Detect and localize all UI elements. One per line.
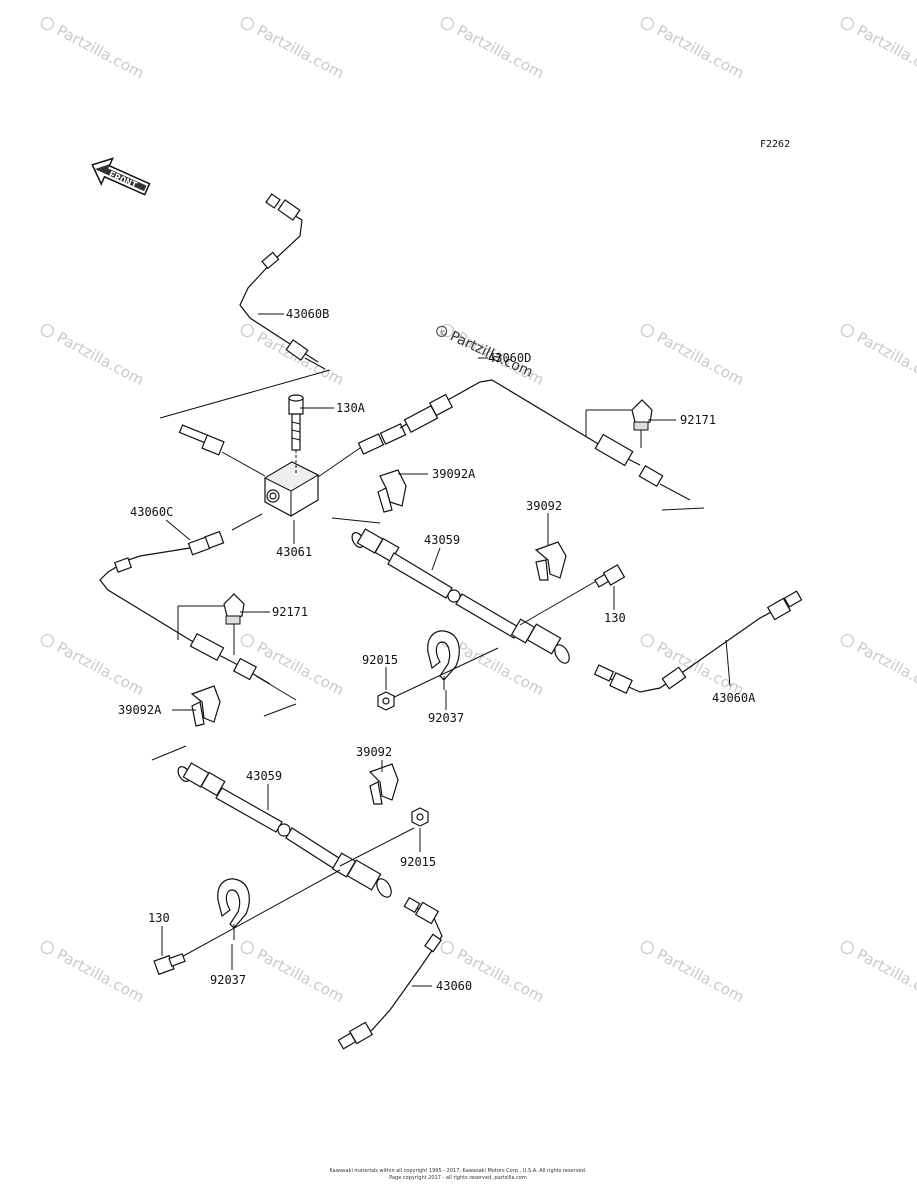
clip-39092a-upper <box>377 469 407 513</box>
callout-130-right: 130 <box>604 611 626 625</box>
watermark-tile: Partzilla.com <box>240 940 347 1006</box>
watermark-tile: Partzilla.com <box>40 633 147 699</box>
brake-hose-43059-upper <box>351 528 599 664</box>
callout-92015-upper: 92015 <box>362 653 398 667</box>
watermark-tile: Partzilla.com <box>40 16 147 82</box>
callout-39092a-lower: 39092A <box>118 703 162 717</box>
brake-hose-43059-lower <box>177 762 415 898</box>
callout-92037-upper: 92037 <box>428 711 464 725</box>
callout-labels: 43060B 130A 43060D 92171 39092A 39092 43… <box>118 307 756 993</box>
watermark-text: Partzilla.com <box>54 638 147 699</box>
callout-43059-upper: 43059 <box>424 533 460 547</box>
callout-43060c: 43060C <box>130 505 173 519</box>
watermark-tile: Partzilla.com <box>640 940 747 1006</box>
watermark-text: Partzilla.com <box>254 945 347 1006</box>
callout-92037-lower: 92037 <box>210 973 246 987</box>
brake-tube-43060b <box>159 193 331 419</box>
watermark-tile: Partzilla.com <box>840 940 917 1006</box>
clamp-92037-lower <box>175 869 341 961</box>
callout-92171-upper: 92171 <box>680 413 716 427</box>
watermark-text: Partzilla.com <box>54 21 147 82</box>
watermark-text: Partzilla.com <box>654 945 747 1006</box>
callout-39092a-upper: 39092A <box>432 467 476 481</box>
watermark-tile: Partzilla.com <box>640 323 747 389</box>
bolt-130-lower <box>153 953 186 976</box>
brake-tube-43060a <box>593 590 803 694</box>
joint-fitting-43061 <box>263 461 320 517</box>
brake-tube-43060 <box>337 896 443 1050</box>
watermark-tile: Partzilla.com <box>840 16 917 82</box>
brake-tube-43060d <box>317 379 705 511</box>
callout-43060a: 43060A <box>712 691 756 705</box>
callout-43061: 43061 <box>276 545 312 559</box>
clip-39092-lower <box>368 763 399 805</box>
callout-43060b: 43060B <box>286 307 329 321</box>
callout-130a: 130A <box>336 401 366 415</box>
watermark-text: Partzilla.com <box>654 21 747 82</box>
tube-fitting-stub-upper-left <box>178 424 266 477</box>
bolt-130a <box>288 394 304 475</box>
figure-code: F2262 <box>760 139 790 150</box>
callout-leaders <box>161 313 731 987</box>
watermark-text: Partzilla.com <box>854 328 917 389</box>
callout-43060d: 43060D <box>488 351 531 365</box>
watermark-tile: Partzilla.com <box>40 940 147 1006</box>
nut-92015-lower <box>411 807 429 827</box>
watermark-text: Partzilla.com <box>454 638 547 699</box>
clamp-92171-upper <box>631 399 653 448</box>
watermark-text: Partzilla.com <box>654 328 747 389</box>
callout-92171-lower: 92171 <box>272 605 308 619</box>
callout-39092-lower: 39092 <box>356 745 392 759</box>
watermark-tile: Partzilla.com <box>440 940 547 1006</box>
watermark-text: Partzilla.com <box>854 638 917 699</box>
watermark-text: Partzilla.com <box>54 945 147 1006</box>
bolt-130-right <box>594 564 626 588</box>
watermark-text: Partzilla.com <box>54 328 147 389</box>
clamp-92171-lower <box>223 593 245 655</box>
watermark-tile: Partzilla.com <box>640 16 747 82</box>
watermark-tile: Partzilla.com <box>240 16 347 82</box>
callout-92015-lower: 92015 <box>400 855 436 869</box>
watermark-tile: Partzilla.com <box>840 633 917 699</box>
brake-tube-43060c <box>99 513 297 717</box>
watermark-text: Partzilla.com <box>254 21 347 82</box>
watermark-text: Partzilla.com <box>854 945 917 1006</box>
callout-43059-lower: 43059 <box>246 769 282 783</box>
watermark-text: Partzilla.com <box>454 21 547 82</box>
watermark-text: Partzilla.com <box>854 21 917 82</box>
callout-130-lower: 130 <box>148 911 170 925</box>
watermark-tile: Partzilla.com <box>240 633 347 699</box>
copyright-line-1: Kawasaki materials within all copyright … <box>329 1168 586 1174</box>
front-arrow-icon: FRONT <box>91 157 151 196</box>
svg-text:©: © <box>438 328 448 338</box>
clamp-92037-upper <box>387 630 499 701</box>
watermark-text: Partzilla.com <box>454 945 547 1006</box>
nut-92015-upper <box>377 691 395 711</box>
callout-43060: 43060 <box>436 979 472 993</box>
copyright-line-2: Page copyright 2017 - all rights reserve… <box>389 1175 527 1181</box>
watermark-tile: Partzilla.com <box>40 323 147 389</box>
clip-39092a-lower <box>190 685 221 727</box>
watermark-tile: Partzilla.com <box>440 16 547 82</box>
watermark-text: Partzilla.com <box>254 638 347 699</box>
watermark-tile: Partzilla.com <box>840 323 917 389</box>
callout-39092-upper: 39092 <box>526 499 562 513</box>
clip-39092-upper <box>534 541 567 581</box>
